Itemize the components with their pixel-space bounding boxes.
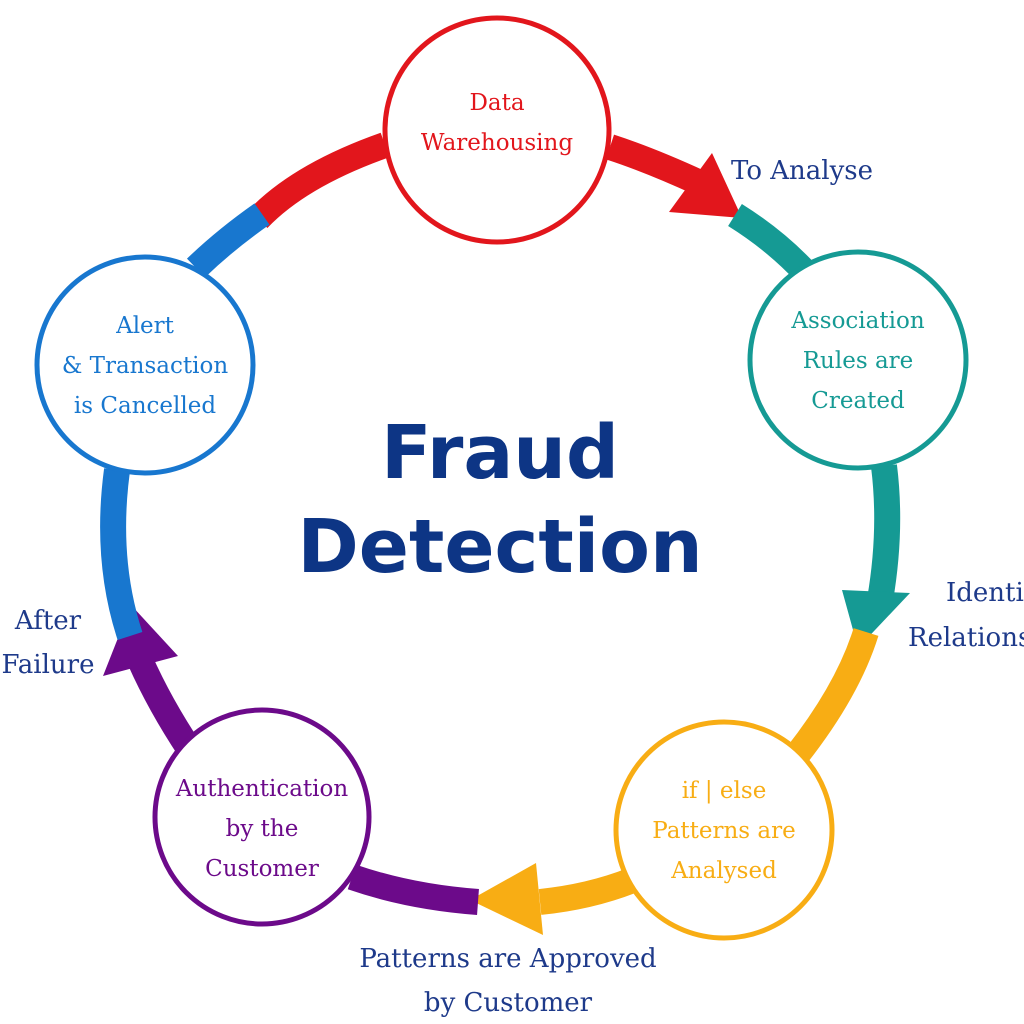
node-label-line: Created <box>811 388 905 414</box>
node-label-line: Data <box>469 90 524 116</box>
node-label-line: Authentication <box>175 776 349 802</box>
node-label-line: by the <box>226 816 299 842</box>
ring-segment-teal-top <box>728 203 815 281</box>
ring-segment-orange-right <box>786 628 879 764</box>
node-label-line: is Cancelled <box>74 393 216 419</box>
edge-label-after-failure: After <box>14 606 82 636</box>
edge-label-approved: by Customer <box>424 988 593 1018</box>
node-association-rules: Association Rules are Created <box>747 249 969 471</box>
node-label-line: Warehousing <box>421 130 573 156</box>
edge-label-to-analyse: To Analyse <box>731 156 873 186</box>
ring-segment-blue-top <box>186 203 270 278</box>
node-authentication: Authentication by the Customer <box>152 707 372 927</box>
node-label-line: Rules are <box>803 348 914 374</box>
ring-segment-teal-right <box>867 464 901 603</box>
edge-label-approved: Patterns are Approved <box>359 944 656 974</box>
node-circle <box>382 15 612 245</box>
ring-segment-red-left <box>248 132 390 229</box>
node-circle <box>152 707 372 927</box>
node-label-line: Customer <box>205 856 319 882</box>
ring-segment-orange-bottom <box>538 867 638 915</box>
cycle-ring <box>100 132 910 935</box>
edge-label-identify: Relations <box>908 623 1024 653</box>
node-alert: Alert & Transaction is Cancelled <box>34 254 256 476</box>
edge-label-after-failure: Failure <box>2 650 95 680</box>
arrowhead-orange <box>470 863 543 935</box>
node-patterns-analysed: if | else Patterns are Analysed <box>613 719 835 941</box>
arrowhead-red <box>669 153 742 218</box>
node-circle <box>747 249 969 471</box>
node-circle <box>34 254 256 476</box>
edge-label-identify: Identi <box>946 578 1024 608</box>
ring-segment-purple-left <box>128 654 201 758</box>
ring-segment-blue-left <box>100 468 143 641</box>
center-title: Fraud Detection <box>297 410 702 590</box>
center-title-line: Detection <box>297 504 702 590</box>
node-data-warehousing: Data Warehousing <box>382 15 612 245</box>
center-title-line: Fraud <box>381 410 619 496</box>
ring-segment-purple-bottom <box>347 864 479 915</box>
node-label-line: if | else <box>682 778 767 804</box>
node-label-line: Analysed <box>670 858 777 884</box>
node-label-line: Alert <box>115 313 175 339</box>
node-label-line: & Transaction <box>62 353 228 379</box>
node-label-line: Patterns are <box>652 818 796 844</box>
node-label-line: Association <box>790 308 924 334</box>
arrowhead-purple <box>103 605 178 676</box>
ring-segment-red-right <box>605 134 706 195</box>
node-circle <box>613 719 835 941</box>
